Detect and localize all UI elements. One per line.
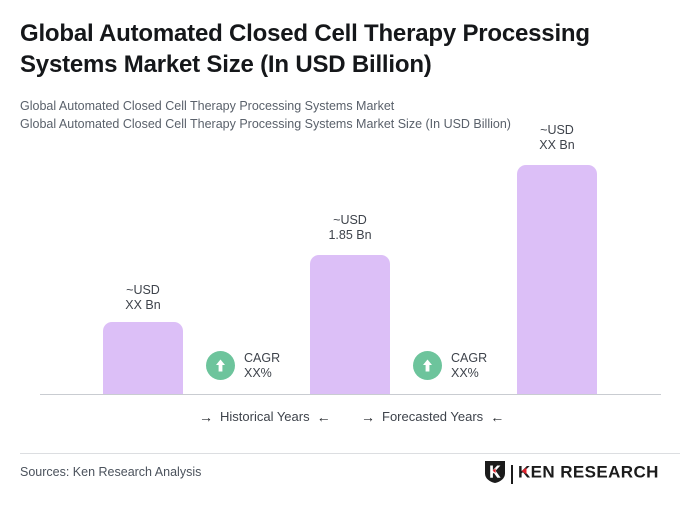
x-axis-baseline: [40, 394, 661, 395]
arrow-left-icon: ←: [316, 408, 331, 425]
cagr-annotation-1-line2: XX%: [244, 365, 272, 380]
bar-forecasted[interactable]: [517, 165, 597, 394]
chart-subtitle-line-2: Global Automated Closed Cell Therapy Pro…: [20, 117, 511, 131]
period-label-historical: → Historical Years ←: [199, 409, 331, 424]
bar-value-label-2-line2: 1.85 Bn: [328, 227, 372, 242]
period-label-historical-text: Historical Years: [220, 409, 310, 424]
cagr-annotation-2-text: CAGR XX%: [451, 351, 487, 380]
arrow-left-icon: ←: [490, 408, 505, 425]
period-label-forecasted: → Forecasted Years ←: [361, 409, 504, 424]
bar-value-label-3-line1: ~USD: [540, 123, 574, 137]
up-arrow-icon: [413, 351, 442, 380]
logo-divider: [511, 464, 513, 484]
cagr-annotation-2-line1: CAGR: [451, 351, 488, 365]
shield-k-icon: [484, 460, 506, 489]
period-label-forecasted-text: Forecasted Years: [382, 409, 484, 424]
chart-subtitle-block: Global Automated Closed Cell Therapy Pro…: [20, 97, 680, 133]
period-label-row: → Historical Years ← → Forecasted Years …: [0, 409, 700, 429]
cagr-annotation-2-line2: XX%: [451, 365, 479, 380]
bar-value-label-2-line1: ~USD: [333, 213, 367, 227]
logo-wordmark: KEN RESEARCH: [518, 462, 660, 487]
footer-divider: [20, 453, 680, 454]
bar-base-year[interactable]: [310, 255, 390, 394]
up-arrow-icon: [206, 351, 235, 380]
cagr-annotation-2: CAGR XX%: [413, 351, 487, 380]
chart-title: Global Automated Closed Cell Therapy Pro…: [20, 20, 590, 78]
chart-subtitle-line-1: Global Automated Closed Cell Therapy Pro…: [20, 99, 395, 113]
ken-research-logo: KEN RESEARCH: [484, 460, 660, 489]
bar-value-label-1-line2: XX Bn: [125, 297, 161, 312]
arrow-right-icon: →: [361, 408, 375, 425]
sources-text: Sources: Ken Research Analysis: [20, 465, 202, 479]
bar-historical[interactable]: [103, 322, 183, 394]
cagr-annotation-1-text: CAGR XX%: [244, 351, 280, 380]
cagr-annotation-1-line1: CAGR: [244, 351, 281, 365]
plot-area: ~USD XX Bn ~USD 1.85 Bn ~USD XX Bn CAGR …: [0, 120, 700, 395]
arrow-right-icon: →: [199, 408, 213, 425]
bar-value-label-2: ~USD 1.85 Bn: [290, 213, 410, 242]
cagr-annotation-1: CAGR XX%: [206, 351, 280, 380]
bar-value-label-1: ~USD XX Bn: [83, 283, 203, 312]
bar-value-label-3-line2: XX Bn: [539, 137, 575, 152]
bar-value-label-1-line1: ~USD: [126, 283, 160, 297]
svg-text:KEN RESEARCH: KEN RESEARCH: [518, 462, 659, 481]
bar-value-label-3: ~USD XX Bn: [497, 123, 617, 152]
